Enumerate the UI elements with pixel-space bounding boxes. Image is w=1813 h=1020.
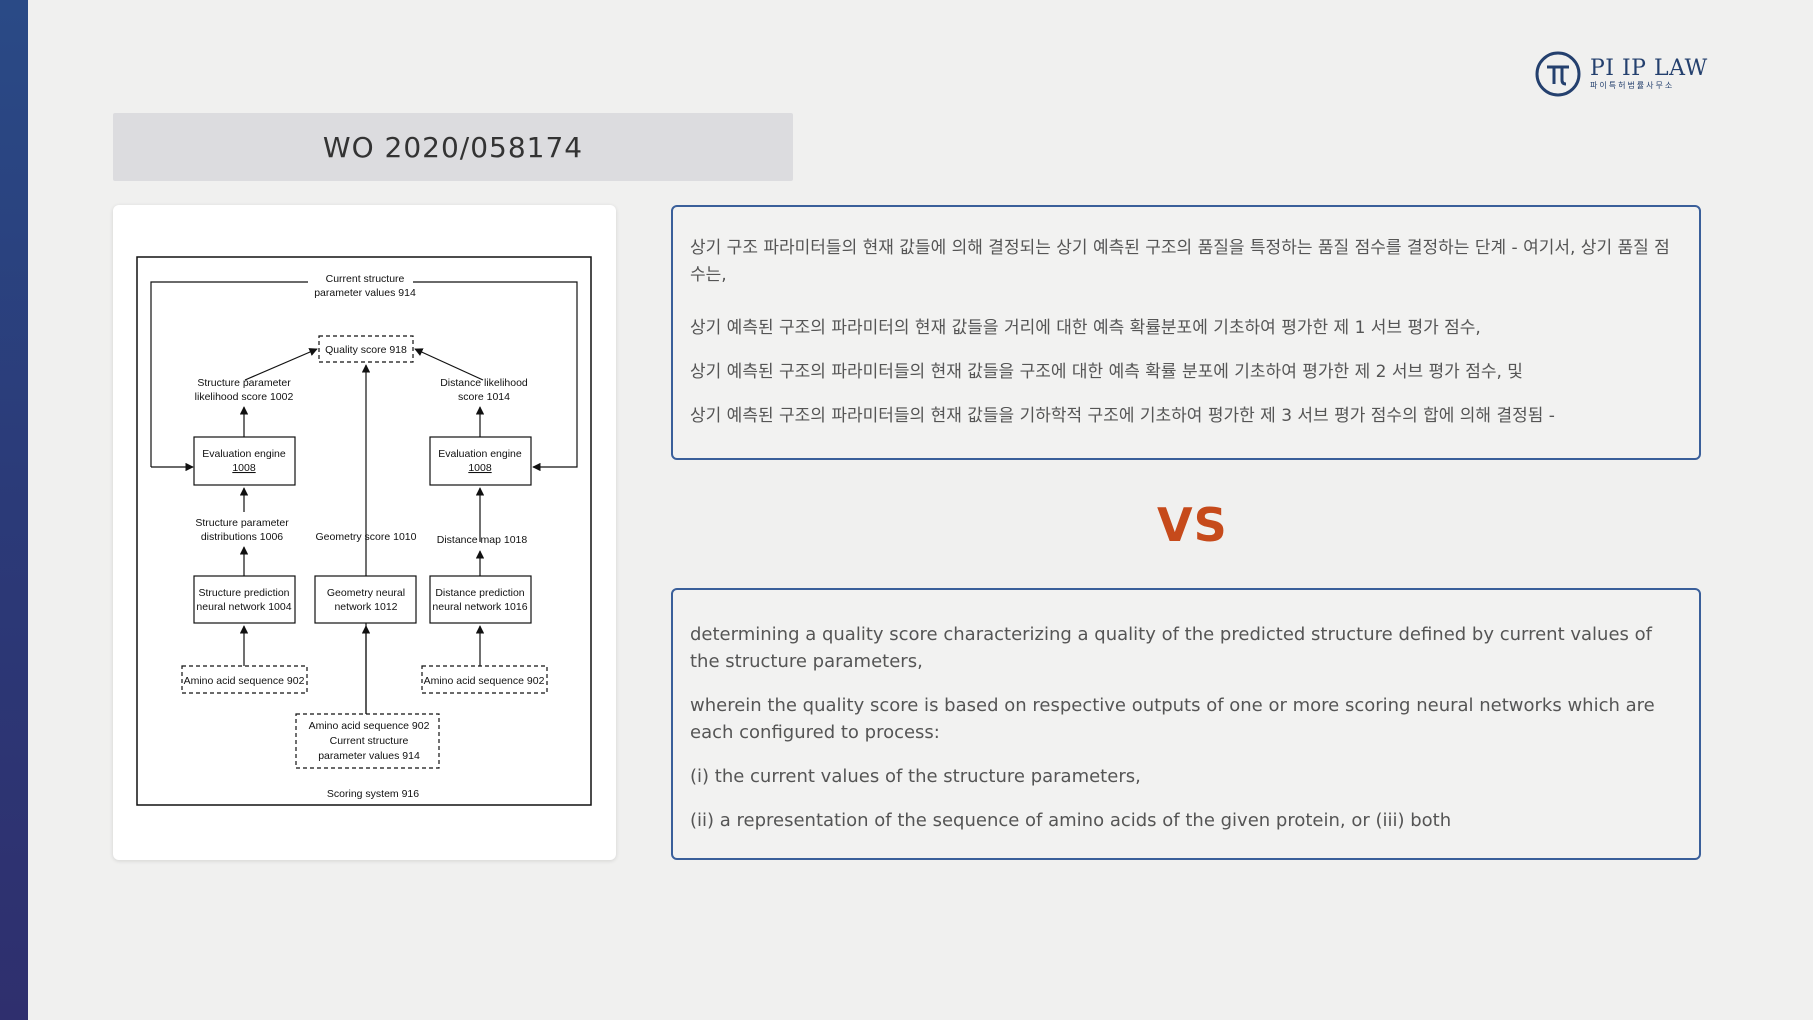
distance-prediction-nn-box	[429, 575, 532, 624]
sp-nn-label-1: Structure prediction	[198, 587, 289, 599]
english-claim-paragraph: (i) the current values of the structure …	[690, 766, 1141, 787]
eval-left-label-2: 1008	[232, 462, 256, 474]
spl-score-label-2: likelihood score 1002	[195, 391, 294, 403]
scoring-system-diagram: Current structure parameter values 914 Qu…	[136, 256, 592, 806]
amino-acid-bottom-box	[295, 713, 440, 769]
eval-right-label-2: 1008	[468, 462, 492, 474]
sp-dist-label-2: distributions 1006	[201, 531, 283, 543]
logo-subtitle: 파이특허법률사무소	[1590, 81, 1675, 90]
geo-nn-label-1: Geometry neural	[327, 587, 405, 599]
english-claim-paragraph: wherein the quality score is based on re…	[690, 695, 1655, 743]
aa-bottom-label-1: Amino acid sequence 902	[309, 720, 430, 732]
amino-acid-right-box	[421, 665, 548, 694]
dp-nn-label-2: neural network 1016	[432, 601, 527, 613]
english-claim-paragraph: (ii) a representation of the sequence of…	[690, 810, 1452, 831]
aa-right-label: Amino acid sequence 902	[424, 675, 545, 687]
left-accent-bar	[0, 0, 28, 1020]
quality-score-box	[318, 335, 414, 363]
eval-left-label-1: Evaluation engine	[202, 448, 286, 460]
scoring-system-frame	[136, 256, 592, 806]
eval-right-label-1: Evaluation engine	[438, 448, 522, 460]
patent-figure-card: Current structure parameter values 914 Qu…	[113, 205, 616, 860]
distance-map-label: Distance map 1018	[437, 534, 528, 546]
evaluation-engine-left-box	[193, 436, 296, 486]
dp-nn-label-1: Distance prediction	[435, 587, 524, 599]
dl-score-label-2: score 1014	[458, 391, 510, 403]
current-structure-label-2: parameter values 914	[314, 287, 416, 299]
korean-claim-paragraph: 상기 구조 파라미터들의 현재 값들에 의해 결정되는 상기 예측된 구조의 품…	[690, 238, 1670, 285]
korean-claim-paragraph: 상기 예측된 구조의 파라미터들의 현재 값들을 구조에 대한 예측 확률 분포…	[690, 362, 1523, 382]
geometry-score-label: Geometry score 1010	[316, 531, 417, 543]
patent-number-header: WO 2020/058174	[113, 113, 793, 181]
english-claim-panel: determining a quality score characterizi…	[671, 588, 1701, 860]
korean-claim-paragraph: 상기 예측된 구조의 파라미터들의 현재 값들을 기하학적 구조에 기초하여 평…	[690, 406, 1555, 426]
aa-left-label: Amino acid sequence 902	[184, 675, 305, 687]
dl-score-label-1: Distance likelihood	[440, 377, 528, 389]
logo-name: PI IP LAW	[1590, 56, 1708, 81]
company-logo: PI IP LAW 파이특허법률사무소	[1534, 48, 1708, 100]
korean-claim-paragraph: 상기 예측된 구조의 파라미터의 현재 값들을 거리에 대한 예측 확률분포에 …	[690, 318, 1481, 338]
sp-dist-label-1: Structure parameter	[195, 517, 289, 529]
patent-number-title: WO 2020/058174	[322, 130, 584, 164]
spl-score-label-1: Structure parameter	[197, 377, 291, 389]
geometry-nn-box	[314, 575, 417, 624]
vs-label: VS	[1157, 498, 1228, 552]
sp-nn-label-2: neural network 1004	[196, 601, 291, 613]
geo-nn-label-2: network 1012	[334, 601, 397, 613]
pi-ip-law-emblem-icon	[1535, 51, 1581, 97]
aa-bottom-label-2: Current structure	[330, 735, 409, 747]
evaluation-engine-right-box	[429, 436, 532, 486]
scoring-system-label: Scoring system 916	[327, 788, 419, 800]
english-claim-paragraph: determining a quality score characterizi…	[690, 624, 1652, 672]
korean-claim-panel: 상기 구조 파라미터들의 현재 값들에 의해 결정되는 상기 예측된 구조의 품…	[671, 205, 1701, 460]
aa-bottom-label-3: parameter values 914	[318, 750, 420, 762]
structure-prediction-nn-box	[193, 575, 296, 624]
quality-score-label: Quality score 918	[325, 344, 407, 356]
current-structure-label-1: Current structure	[326, 273, 405, 285]
amino-acid-left-box	[181, 665, 308, 694]
